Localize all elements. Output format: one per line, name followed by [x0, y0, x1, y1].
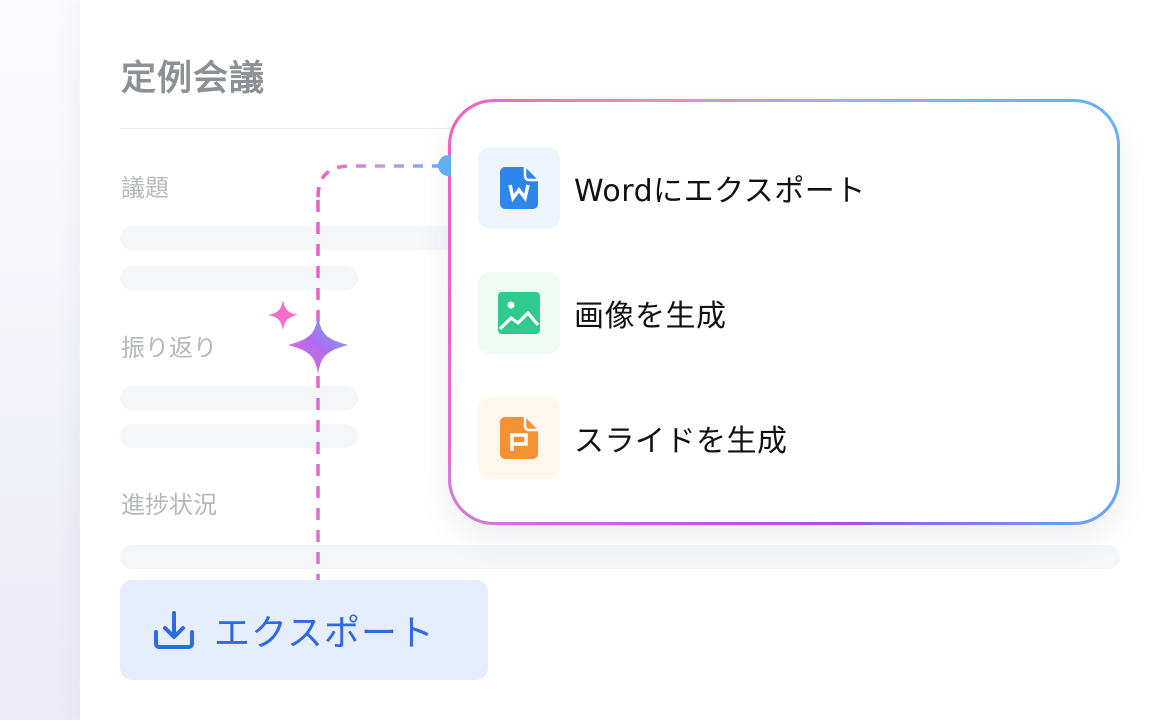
placeholder-line	[120, 266, 358, 290]
section-label-agenda: 議題	[121, 174, 169, 202]
ai-sparkle-icon	[268, 300, 348, 374]
title-divider	[120, 128, 460, 129]
ai-actions-popup: Wordにエクスポート 画像を生成 スライドを生成	[448, 99, 1120, 525]
placeholder-line	[120, 386, 358, 410]
menu-item-label: Wordにエクスポート	[574, 174, 866, 209]
word-icon-container	[478, 147, 560, 229]
menu-item-generate-image[interactable]: 画像を生成	[478, 272, 727, 354]
menu-item-label: スライドを生成	[574, 424, 788, 459]
image-icon-container	[478, 272, 560, 354]
export-button[interactable]: エクスポート	[120, 580, 488, 680]
powerpoint-document-icon	[500, 417, 538, 459]
download-icon	[154, 611, 194, 649]
menu-item-generate-slides[interactable]: スライドを生成	[478, 397, 788, 479]
export-button-label: エクスポート	[214, 613, 435, 654]
section-label-review: 振り返り	[121, 334, 217, 362]
section-label-progress: 進捗状況	[121, 491, 217, 519]
page-title: 定例会議	[121, 59, 266, 99]
menu-item-export-word[interactable]: Wordにエクスポート	[478, 147, 866, 229]
placeholder-line	[120, 424, 358, 448]
menu-item-label: 画像を生成	[574, 299, 727, 334]
placeholder-line	[120, 545, 1120, 569]
slides-icon-container	[478, 397, 560, 479]
image-icon	[498, 292, 540, 334]
word-document-icon	[500, 167, 538, 209]
